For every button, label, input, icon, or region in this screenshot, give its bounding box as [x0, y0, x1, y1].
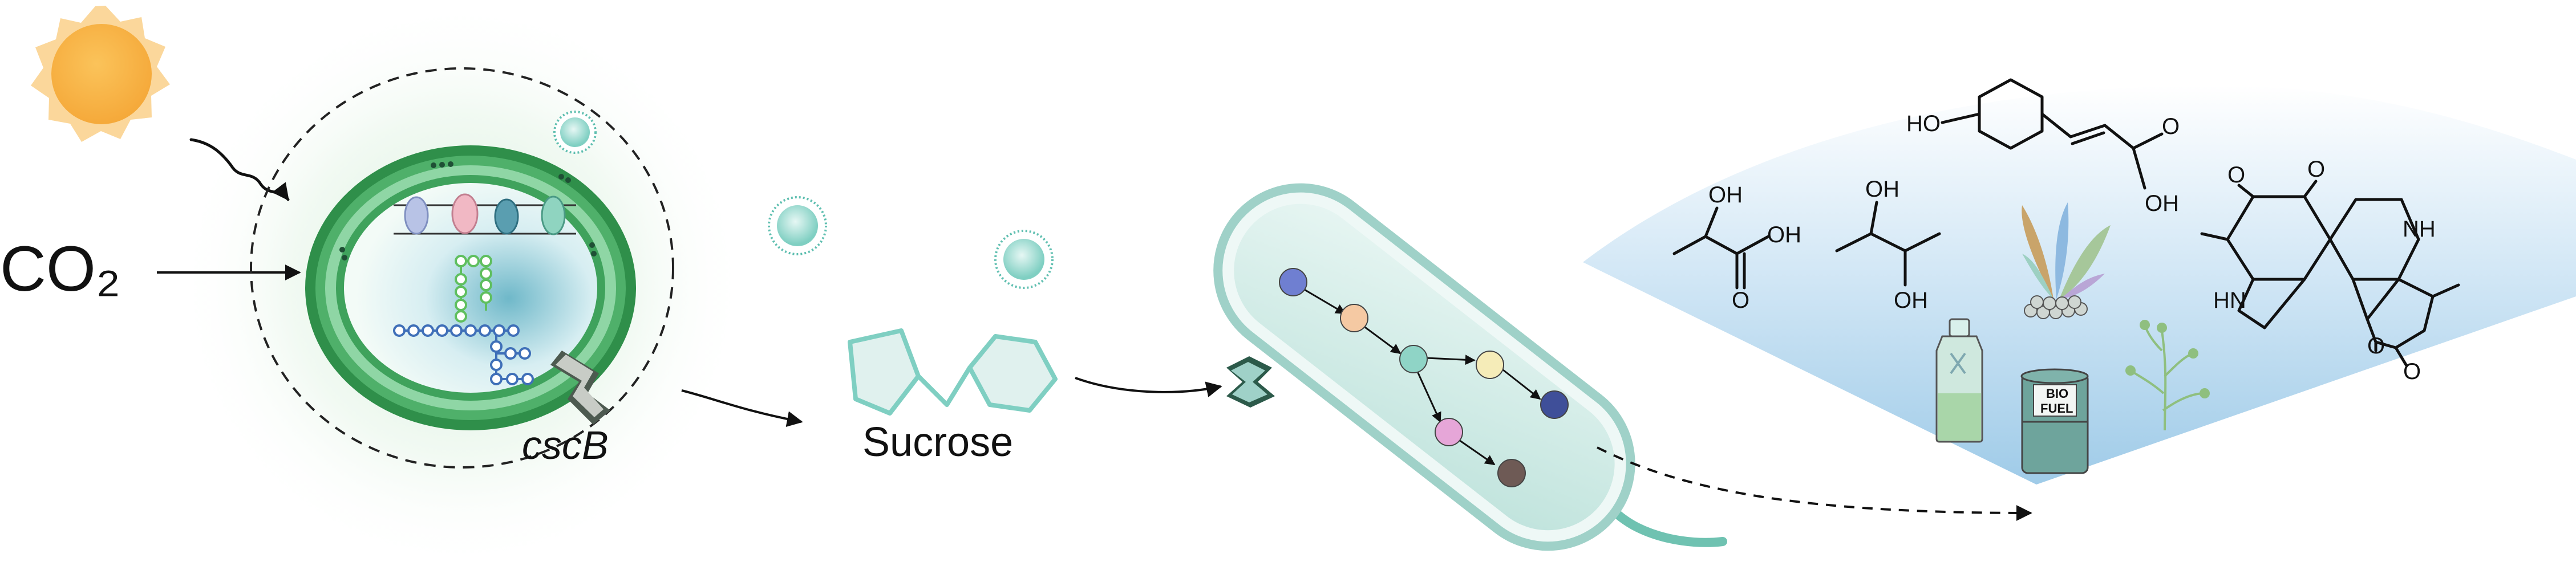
sun-icon — [31, 6, 170, 142]
sucrose-pathway-chain — [393, 255, 534, 385]
svg-text:OH: OH — [1865, 177, 1899, 202]
co2-label: CO₂ — [0, 233, 120, 304]
svg-text:OH: OH — [1767, 222, 1801, 247]
membrane-dots — [339, 161, 597, 260]
svg-text:O: O — [2307, 157, 2325, 182]
uptake-arrow — [1075, 377, 1222, 397]
svg-text:O: O — [2227, 162, 2245, 188]
vesicle-icon — [994, 230, 1054, 289]
biofuel-label-line1: BIO — [2046, 386, 2068, 401]
light-ray-icon — [189, 138, 290, 201]
svg-text:O: O — [2162, 114, 2180, 139]
vesicle-icon — [768, 196, 827, 255]
sprout-icon — [2125, 320, 2210, 431]
svg-text:OH: OH — [1708, 182, 1743, 207]
quinone-structure: O O NH HN O O — [2200, 157, 2460, 384]
coumaric-acid-structure: HO O OH — [1906, 78, 2180, 216]
cyanobacterium-panel: CO₂ — [0, 0, 803, 570]
bacterium-cell — [1213, 183, 1727, 551]
biofuel-label-line2: FUEL — [2040, 401, 2073, 416]
butanediol-structure: OH OH — [1835, 177, 1941, 313]
sucrose-molecule-icon — [848, 328, 1058, 416]
biofuel-barrel-icon: BIO FUEL — [2020, 368, 2089, 474]
cscb-label: cscB — [522, 423, 609, 467]
cscb-transporter-icon — [550, 351, 610, 425]
products-panel: HO O OH OH OH O OH — [1583, 78, 2576, 484]
cscb-transporter-icon — [1226, 356, 1275, 408]
svg-text:O: O — [1732, 288, 1749, 313]
bottle-icon — [1935, 318, 1983, 443]
svg-text:HO: HO — [1906, 111, 1941, 136]
production-arrow — [1597, 446, 2032, 521]
plant-icon — [2022, 202, 2111, 319]
metabolic-pathway — [1279, 268, 1569, 487]
sucrose-label: Sucrose — [862, 420, 1013, 465]
lactic-acid-structure: OH OH O — [1672, 182, 1801, 313]
svg-text:OH: OH — [2145, 191, 2179, 216]
cytoplasm — [344, 183, 597, 393]
svg-text:HN: HN — [2213, 288, 2246, 313]
export-arrow — [681, 389, 803, 427]
svg-text:OH: OH — [1894, 288, 1928, 313]
photosystem-complexes — [404, 193, 566, 235]
outer-boundary — [250, 67, 674, 469]
vesicle-icon — [553, 111, 597, 154]
